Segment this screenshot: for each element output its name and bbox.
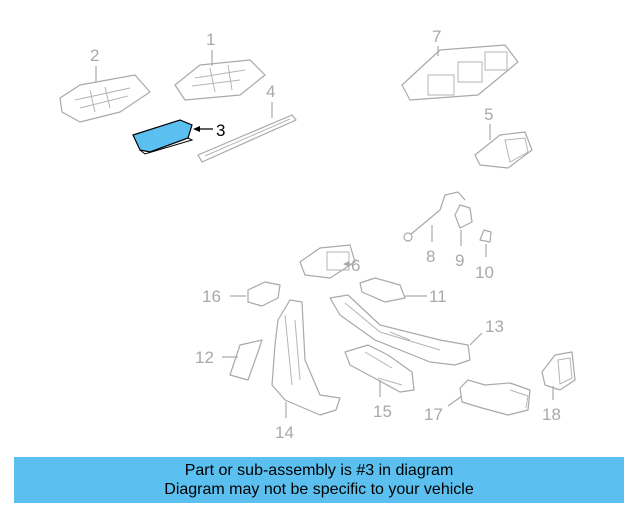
callout-15[interactable]: 15 bbox=[373, 402, 392, 421]
callout-7[interactable]: 7 bbox=[432, 27, 441, 46]
callout-16[interactable]: 16 bbox=[202, 287, 221, 306]
part-14-drawing bbox=[271, 299, 341, 418]
part-11-drawing bbox=[359, 277, 427, 303]
part-6-drawing bbox=[299, 244, 356, 279]
callout-5[interactable]: 5 bbox=[484, 105, 493, 124]
part-7-drawing bbox=[401, 44, 519, 101]
callout-17[interactable]: 17 bbox=[424, 405, 443, 424]
part-1-drawing bbox=[174, 50, 266, 101]
callout-6[interactable]: 6 bbox=[351, 256, 360, 275]
part-18-drawing bbox=[541, 351, 576, 400]
part-10-drawing bbox=[479, 229, 492, 257]
callout-3[interactable]: 3 bbox=[216, 121, 225, 140]
callout-18[interactable]: 18 bbox=[542, 405, 561, 424]
part-2-drawing bbox=[59, 66, 151, 123]
callout-10[interactable]: 10 bbox=[475, 263, 494, 282]
part-17-drawing bbox=[447, 379, 531, 416]
callout-1[interactable]: 1 bbox=[206, 30, 215, 49]
part-3-highlight bbox=[132, 119, 193, 153]
callout-11[interactable]: 11 bbox=[429, 287, 447, 306]
callout-4[interactable]: 4 bbox=[266, 82, 275, 101]
part-9-drawing bbox=[454, 204, 473, 246]
part-16-drawing bbox=[230, 281, 281, 307]
callout-9[interactable]: 9 bbox=[455, 251, 464, 270]
callout-8[interactable]: 8 bbox=[426, 247, 435, 266]
part-15-drawing bbox=[344, 344, 415, 397]
part-12-drawing bbox=[222, 339, 263, 381]
callout-14[interactable]: 14 bbox=[275, 423, 294, 442]
banner-line-2: Diagram may not be specific to your vehi… bbox=[164, 481, 474, 498]
banner-line-1: Part or sub-assembly is #3 in diagram bbox=[184, 462, 454, 479]
part-13-drawing bbox=[329, 294, 483, 366]
callout-2[interactable]: 2 bbox=[90, 46, 99, 65]
part-5-drawing bbox=[474, 124, 533, 169]
part-4-drawing bbox=[197, 102, 297, 163]
callout-13[interactable]: 13 bbox=[485, 317, 504, 336]
part-8-drawing bbox=[403, 191, 466, 242]
info-banner: Part or sub-assembly is #3 in diagram Di… bbox=[14, 457, 624, 503]
part-3-drawing bbox=[132, 119, 213, 155]
callout-12[interactable]: 12 bbox=[195, 348, 214, 367]
